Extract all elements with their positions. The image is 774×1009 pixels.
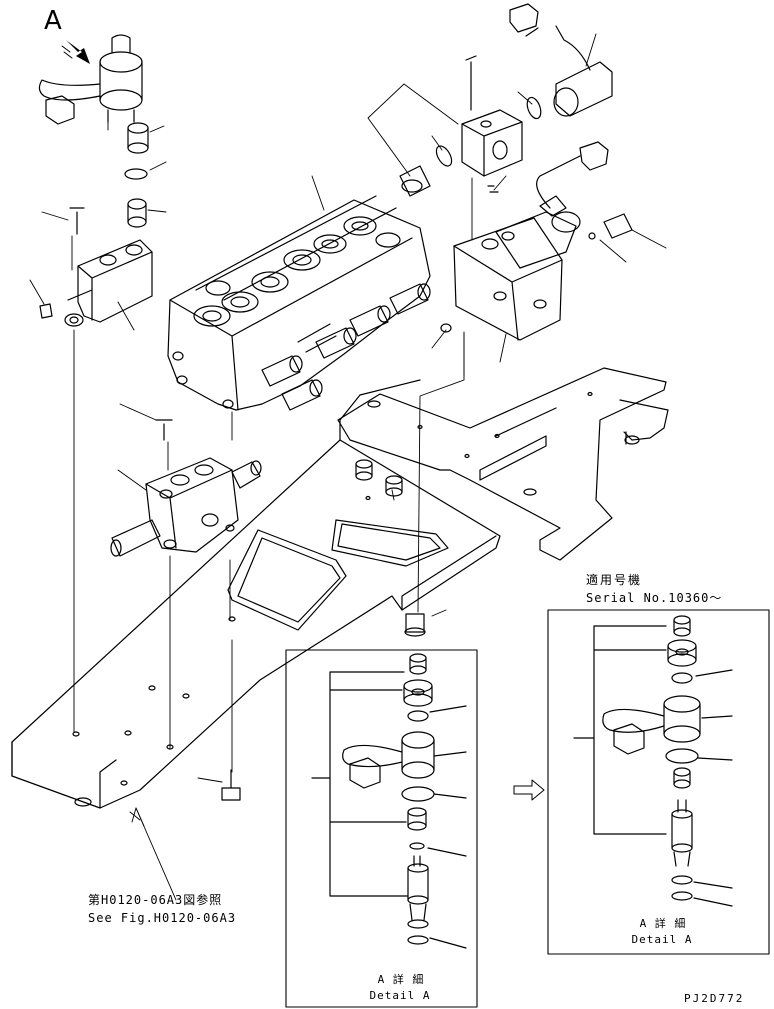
view-arrow [61, 40, 90, 64]
detail-a-caption-en: Detail A [369, 989, 431, 1002]
detail-a-new-caption-jp: A 詳 細 [639, 917, 687, 930]
mounting-bracket [337, 367, 669, 561]
auxiliary-valve [110, 457, 262, 557]
top-solenoid-b [509, 3, 613, 117]
detail-a-parts [311, 653, 467, 949]
reference-note-en: See Fig.H0120-06A3 [88, 911, 237, 925]
detail-a-frame [285, 649, 478, 1008]
detail-change-arrow [513, 779, 545, 801]
detail-a-parts-new [573, 615, 733, 907]
main-control-valve [167, 195, 431, 411]
view-marker-label: A [44, 6, 62, 36]
serial-note-en: Serial No.10360～ [586, 591, 723, 605]
small-fittings-left [39, 122, 149, 319]
solenoid-manifold [453, 141, 609, 341]
detail-a-new-caption-en: Detail A [631, 933, 693, 946]
serial-note-jp: 適用号機 [586, 573, 643, 587]
detail-a-frame-new [547, 609, 770, 955]
reference-note-jp: 第H0120-06A3図参照 [88, 893, 223, 907]
mounting-bolts [155, 419, 426, 801]
detail-a-caption-jp: A 詳 細 [377, 973, 425, 986]
drawing-code: PJ2D772 [684, 992, 745, 1005]
assembly-lines [71, 121, 473, 773]
callout-leaders [29, 33, 667, 901]
solenoid-a [38, 34, 143, 125]
manifold-top-block [461, 55, 523, 177]
solenoid-mount-block [64, 239, 153, 327]
frame-cutout [227, 529, 347, 631]
manifold-small-parts [399, 96, 633, 333]
floor-frame [11, 379, 501, 809]
